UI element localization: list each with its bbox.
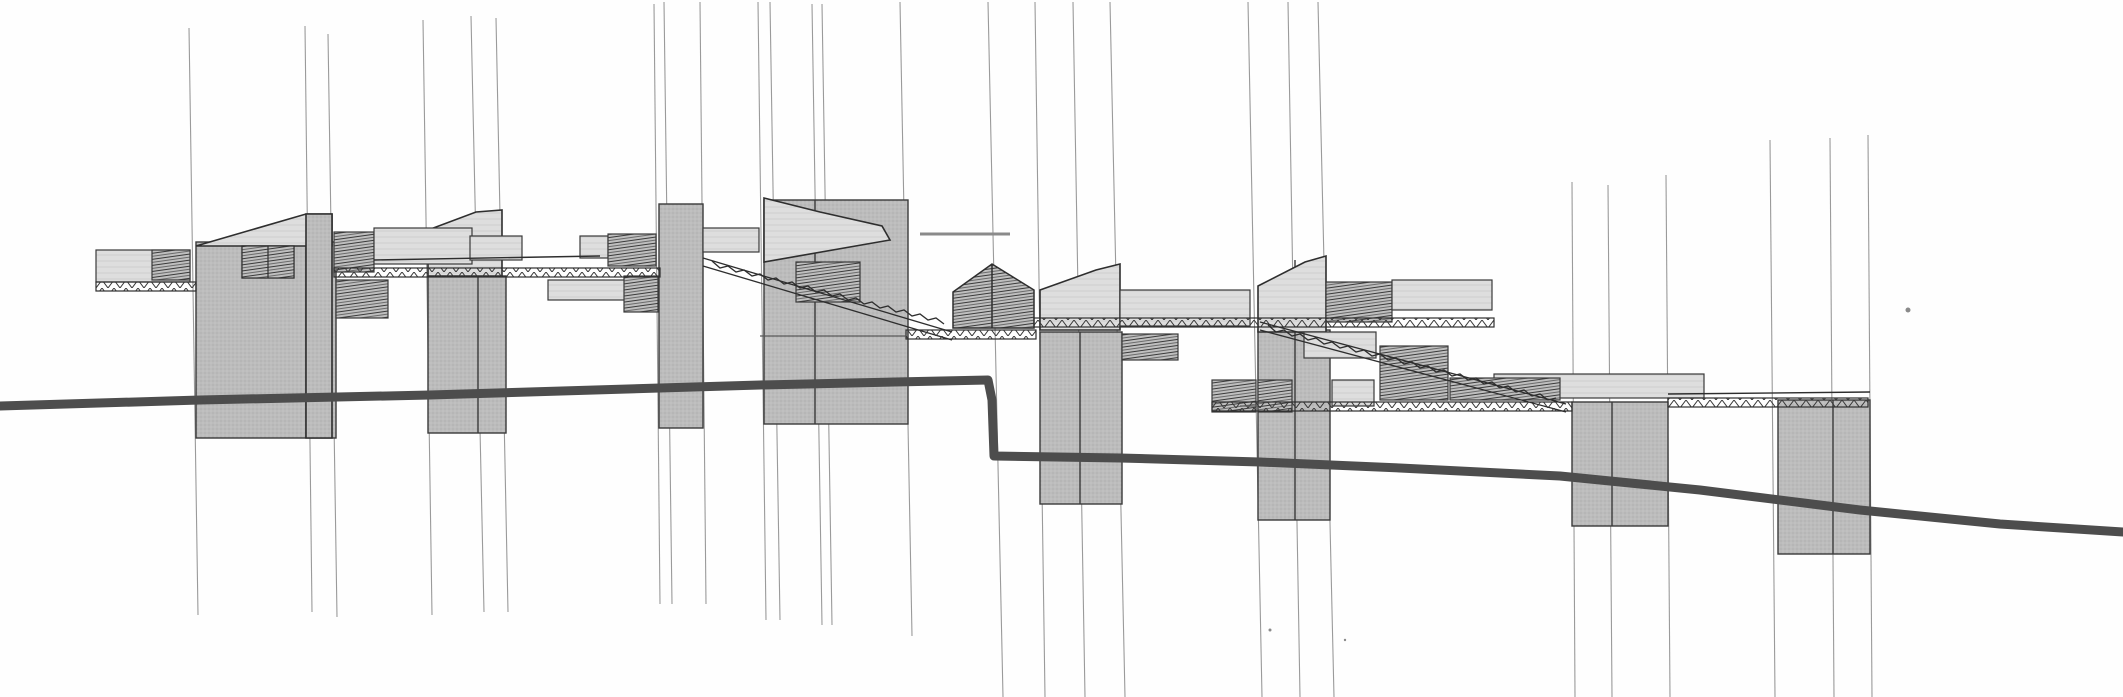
tower-6 [1257,329,1331,521]
pencil-specks [1268,307,1911,642]
diagonal-truss-ramps [702,257,1567,413]
tower-roof-profiles [195,196,1327,439]
tower-3 [658,203,704,429]
tower-windows [241,245,295,279]
tower-5 [1039,331,1123,505]
tower-8 [1777,399,1871,555]
terrain-section-line [0,375,2123,537]
tower-7 [1571,401,1669,527]
tower-2 [427,275,507,434]
small-pitched-roof-house [920,232,1035,329]
